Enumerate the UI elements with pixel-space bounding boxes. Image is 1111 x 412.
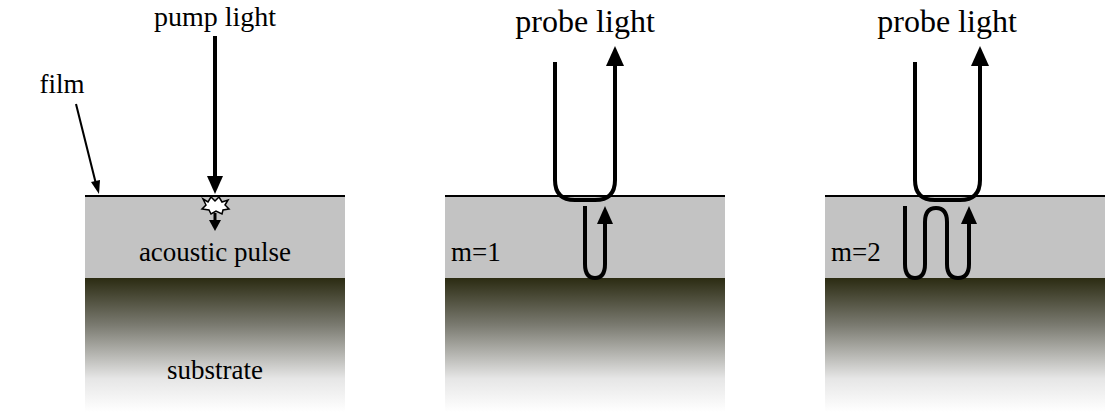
substrate-layer: [825, 278, 1105, 412]
beam-label: probe light: [877, 4, 1017, 39]
arrow-head: [597, 206, 613, 224]
film-layer: m=1: [445, 196, 575, 278]
layer-callout: film: [40, 70, 85, 100]
arrow-head: [209, 220, 221, 231]
beam-label: probe light: [515, 4, 655, 39]
arrow-head: [971, 46, 989, 66]
arrow-head: [207, 176, 223, 194]
leader-line: [76, 104, 96, 184]
layer-label: substrate: [167, 356, 263, 386]
probe-path: [555, 62, 615, 200]
arrow-head: [91, 180, 100, 194]
order-label: m=1: [451, 238, 501, 268]
arrow-head: [606, 46, 624, 66]
beam-label: pump light: [154, 2, 276, 33]
layer-label: acoustic pulse: [139, 238, 291, 268]
arrow-head: [961, 206, 977, 224]
order-label: m=2: [831, 238, 881, 268]
substrate-layer: substrate: [85, 278, 345, 412]
pump-beam: [213, 36, 217, 180]
excitation-burst: [202, 197, 229, 214]
film-layer: [825, 196, 1105, 278]
substrate-layer: [445, 278, 725, 412]
probe-path: [915, 62, 980, 200]
film-layer: [445, 196, 725, 278]
echo-path: [905, 206, 969, 278]
substrate-layer: [85, 278, 345, 412]
film-layer: acoustic pulse: [85, 196, 345, 278]
film-layer: [85, 196, 345, 278]
film-surface: [825, 195, 1105, 197]
film-layer: m=2: [825, 196, 901, 278]
film-surface: [85, 195, 345, 197]
film-surface: [445, 195, 725, 197]
